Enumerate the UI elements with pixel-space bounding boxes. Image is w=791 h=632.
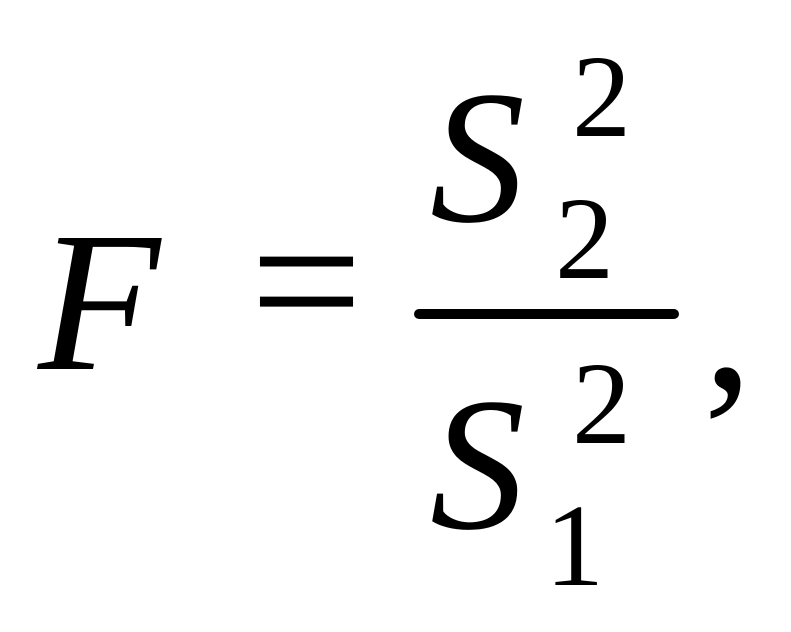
numerator-variable: S [430,53,525,263]
denominator-superscript: 2 [572,338,631,469]
trailing-comma: , [703,211,753,432]
numerator-superscript: 2 [572,31,631,162]
formula-lhs-variable: F [38,192,161,413]
denominator-variable: S [430,360,525,570]
fraction-bar [414,309,679,319]
numerator-subscript: 2 [555,173,614,304]
equals-sign: = [250,171,363,392]
denominator-subscript: 1 [545,480,604,611]
